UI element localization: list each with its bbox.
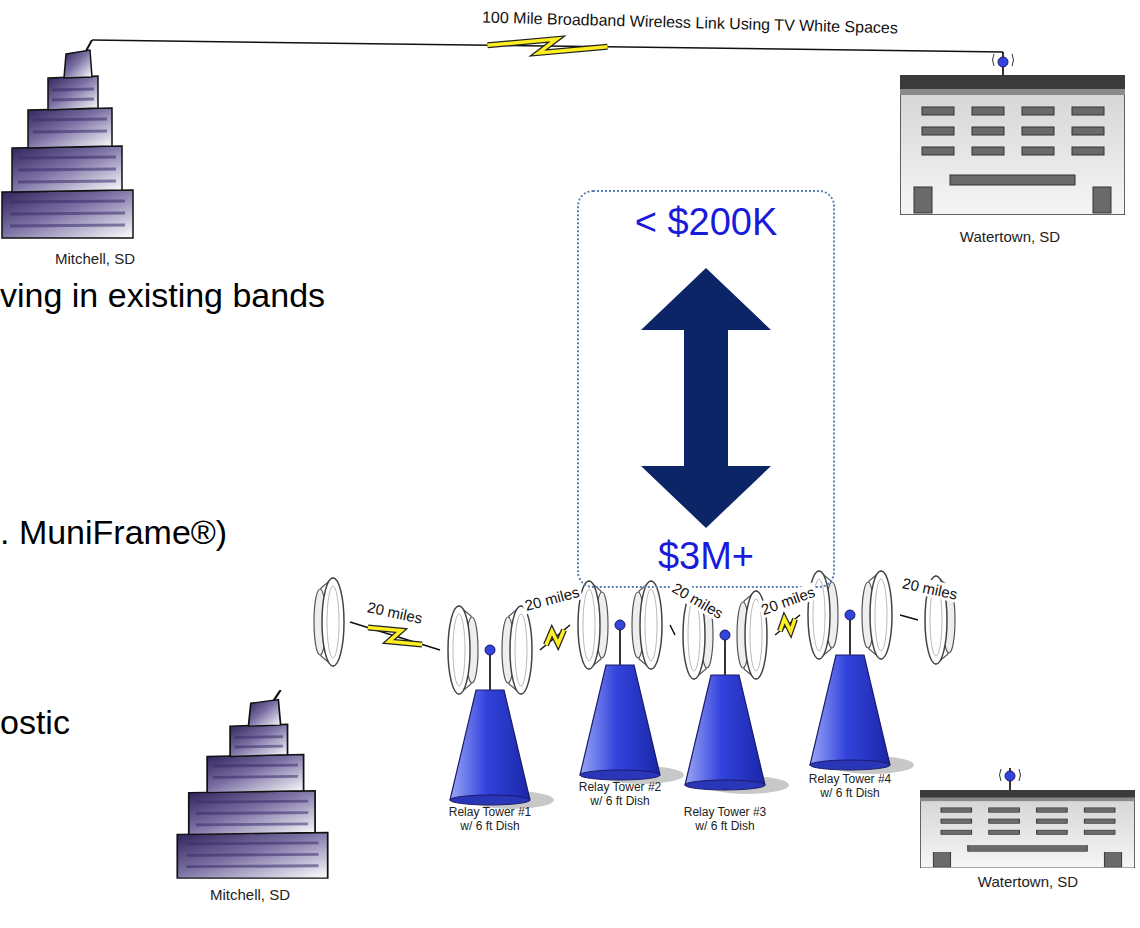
cost-value: < $200K: [635, 200, 778, 244]
site-node: Mitchell, SD: [175, 575, 350, 907]
watertown-building: [900, 75, 1125, 215]
wireless-link: [350, 622, 440, 650]
link-label: 20 miles: [668, 578, 728, 623]
mitchell-building: [177, 690, 327, 878]
lightning-bolt: [780, 619, 795, 632]
link-label: 20 miles: [899, 573, 961, 602]
wireless-link: [670, 625, 675, 635]
site-label: Mitchell, SD: [210, 886, 292, 904]
double-arrow: [641, 268, 771, 528]
wireless-link: [540, 625, 570, 650]
relay-tower-node: Relay Tower #3 w/ 6 ft Dish: [675, 590, 775, 838]
wireless-link: [775, 615, 800, 635]
lightning-bolt: [488, 39, 608, 53]
site-label: Relay Tower #2 w/ 6 ft Dish: [574, 780, 666, 808]
lightning-bolt: [546, 630, 564, 645]
site-label: Relay Tower #3 w/ 6 ft Dish: [679, 805, 771, 833]
lightning-bolt: [546, 630, 564, 645]
site-node: Watertown, SD: [918, 575, 1135, 893]
lightning-bolt: [780, 619, 795, 632]
slide-text: ving in existing bands: [0, 275, 325, 315]
antenna: [993, 52, 1014, 75]
link-line: [670, 625, 675, 635]
relay-tower: [448, 606, 554, 809]
site-label: Watertown, SD: [960, 228, 1062, 246]
site-label: Relay Tower #1 w/ 6 ft Dish: [444, 805, 536, 833]
link-label: 100 Mile Broadband Wireless Link Using T…: [480, 8, 900, 36]
link-label: 20 miles: [521, 582, 583, 614]
relay-tower-node: Relay Tower #4 w/ 6 ft Dish: [800, 570, 900, 806]
link-line: [900, 615, 918, 620]
site-label: Watertown, SD: [978, 873, 1080, 891]
wireless-link: [900, 615, 918, 620]
link-label: 20 miles: [364, 597, 426, 626]
lightning-bolt: [488, 39, 608, 53]
cost-value: $3M+: [658, 534, 754, 578]
site-label: Relay Tower #4 w/ 6 ft Dish: [804, 772, 896, 800]
site-node: Watertown, SD: [900, 52, 1125, 252]
site-node: Mitchell, SD: [0, 40, 200, 270]
link-line: [540, 625, 570, 650]
link-line: [775, 615, 800, 635]
slide-text: ostic: [0, 702, 70, 742]
lightning-bolt: [368, 628, 422, 645]
relay-tower-node: Relay Tower #1 w/ 6 ft Dish: [440, 605, 540, 841]
cost-box: < $200K $3M+: [577, 190, 835, 588]
link-line: [92, 40, 1003, 52]
relay-tower: [578, 581, 684, 784]
antenna: [1000, 768, 1021, 790]
site-label: Mitchell, SD: [55, 250, 137, 268]
watertown-building: [920, 790, 1135, 868]
lightning-bolt: [368, 628, 422, 645]
link-line: [350, 622, 440, 650]
relay-tower: [808, 571, 914, 774]
relay-tower-node: Relay Tower #2 w/ 6 ft Dish: [570, 580, 670, 812]
slide-text: . MuniFrame®): [0, 512, 227, 552]
dish: [314, 578, 344, 666]
relay-tower: [683, 591, 789, 794]
wireless-link: [92, 39, 1003, 53]
mitchell-building: [2, 40, 133, 238]
